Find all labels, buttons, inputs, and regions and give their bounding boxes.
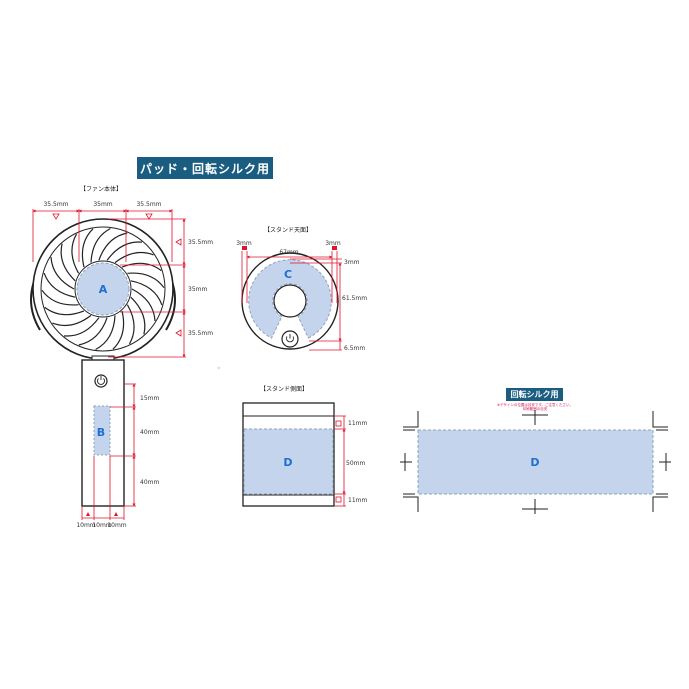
fan-blade (131, 288, 156, 321)
stand-top-hole (273, 284, 307, 318)
print-area-b (93, 405, 111, 456)
fan-body-label: 【ファン本体】 (80, 185, 122, 193)
fan-blade (98, 232, 128, 261)
print-area-c-label: C (284, 268, 292, 281)
handle-bottom-dim-2: 10mm (92, 522, 111, 529)
rotary-note-1: ※デザインの位置は目安です。ご注意ください。 (497, 402, 573, 407)
stand-side-label: 【スタンド側面】 (260, 385, 308, 393)
fan-blades (41, 227, 165, 351)
side-bottom-dim: 11mm (348, 497, 367, 504)
triangle-marker-icon (86, 512, 90, 516)
stand-power-button-icon (281, 330, 299, 348)
triangle-marker-icon (175, 329, 182, 337)
handle-dim-1: 15mm (140, 395, 159, 402)
print-area-d-rotary-label: D (530, 456, 539, 469)
handle-dim-2: 40mm (140, 429, 159, 436)
fan-blade (121, 262, 162, 272)
fan-blade (90, 227, 111, 263)
svg-text:◦: ◦ (217, 365, 221, 372)
handle-bottom-dim-1: 10mm (76, 522, 95, 529)
side-top-dim: 11mm (348, 420, 367, 427)
print-area-a-label: A (99, 283, 108, 296)
fan-blade (95, 315, 116, 351)
stand-left-marker (242, 246, 247, 250)
stand-side-dimension-lines (334, 415, 346, 507)
rotary-title-banner: 回転シルク用 (506, 388, 563, 401)
fan-blade (78, 317, 108, 346)
fan-blade (41, 289, 79, 306)
side-top-marker (335, 420, 342, 427)
stand-top-gap-dim: 3mm (344, 259, 360, 266)
print-area-b-label: B (97, 426, 105, 439)
fan-top-dimension-lines (32, 209, 173, 262)
fan-blade (52, 314, 92, 327)
side-bottom-marker (335, 496, 342, 503)
fan-blade (71, 233, 80, 274)
handle-bottom-dim-3: 10mm (107, 522, 126, 529)
fan-right-top-dim: 35.5mm (188, 239, 213, 246)
stand-height-dim: 61.5mm (342, 295, 367, 302)
fan-blade (43, 272, 76, 298)
print-area-d-side-label: D (283, 456, 292, 469)
print-area-d-side (243, 428, 334, 495)
fan-blade (112, 310, 125, 350)
page-title-banner: パッド・回転シルク用 (137, 157, 273, 179)
fan-guard-ring (40, 226, 166, 352)
fan-top-left-dim: 35.5mm (43, 201, 68, 208)
handle-dim-3: 40mm (140, 479, 159, 486)
handle-bottom-dimension-lines (81, 456, 125, 520)
triangle-marker-icon (52, 213, 60, 220)
fan-blade (106, 241, 143, 261)
fan-blade (114, 251, 154, 264)
fan-blade (60, 243, 76, 282)
fan-blade (130, 280, 163, 306)
triangle-marker-icon (175, 238, 182, 246)
stand-left-dim: 3mm (236, 240, 252, 247)
print-area-d-rotary (417, 429, 654, 495)
fan-blade (126, 304, 135, 345)
fan-blade (44, 306, 85, 316)
handle-right-dimension-lines (110, 383, 136, 507)
fan-top-center-dim: 35mm (93, 201, 112, 208)
power-button-icon (94, 374, 108, 388)
stand-bottom-dim: 6.5mm (344, 345, 365, 352)
fan-blade (127, 272, 165, 289)
fan-right-bottom-dim: 35.5mm (188, 330, 213, 337)
stand-top-label: 【スタンド天面】 (264, 226, 312, 234)
print-area-c (248, 259, 332, 339)
fan-blade (50, 257, 75, 290)
triangle-marker-icon (145, 213, 153, 220)
rotary-note-2: 印刷範囲の目安 (523, 406, 548, 411)
print-area-a (76, 262, 130, 316)
stand-right-marker (332, 246, 337, 250)
fan-blade (63, 317, 100, 337)
fan-hub-ring (74, 260, 132, 318)
fan-blade (130, 296, 146, 335)
fan-top-right-dim: 35.5mm (136, 201, 161, 208)
stand-width-dim: 67mm (279, 249, 298, 256)
fan-blade (81, 228, 94, 268)
crop-marks (400, 410, 671, 514)
stand-top-dimension-lines (241, 251, 342, 351)
stand-right-dim: 3mm (325, 240, 341, 247)
side-mid-dim: 50mm (346, 460, 365, 467)
triangle-marker-icon (114, 512, 118, 516)
fan-right-dimension-lines (108, 218, 186, 358)
fan-right-mid-dim: 35mm (188, 286, 207, 293)
